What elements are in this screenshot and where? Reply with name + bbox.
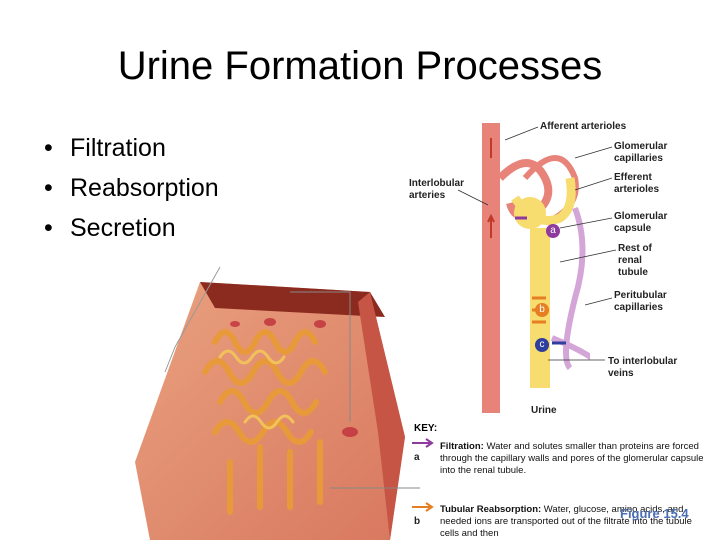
key-letter-b: b — [414, 516, 420, 528]
reabsorption-key-arrow — [412, 502, 436, 512]
key-filtration-text: Filtration: Water and solutes smaller th… — [440, 441, 710, 477]
key-letter-a: a — [414, 452, 420, 464]
filtration-key-arrow — [412, 438, 436, 448]
figure-label: Figure 15.4 — [620, 506, 689, 521]
key-title: KEY: — [414, 423, 437, 434]
